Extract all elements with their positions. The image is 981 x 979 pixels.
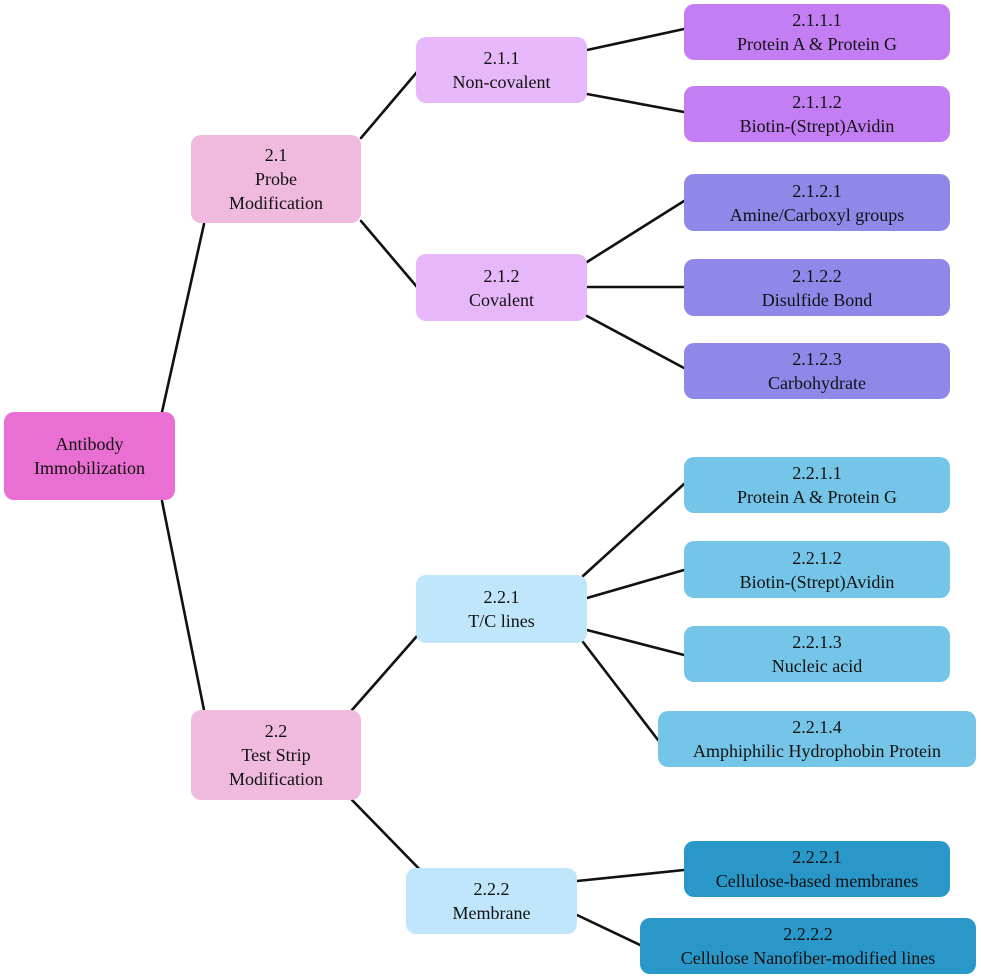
node-2-2-1-tc-lines: 2.2.1 T/C lines (416, 575, 587, 643)
edge-2-1-2-to-2-1-2-1 (585, 199, 686, 264)
edge-2-1-1-to-2-1-1-2 (585, 92, 686, 114)
edge-2-2-to-2-2-1 (350, 634, 419, 712)
edge-2-2-2-to-2-2-2-2 (575, 913, 642, 947)
node-text: 2.1.1.1 (792, 10, 842, 30)
node-2-1-2-covalent: 2.1.2 Covalent (416, 254, 587, 321)
node-text: Antibody (55, 434, 124, 454)
edge-2-2-1-to-2-2-1-3 (585, 628, 686, 657)
node-text: Nucleic acid (771, 656, 863, 676)
edge-2-1-to-2-1-1 (359, 70, 419, 140)
node-text: Modification (229, 769, 323, 789)
node-text: Disulfide Bond (761, 289, 873, 310)
node-text: Modification (229, 193, 323, 213)
node-text: 2.1.1.2 (792, 92, 842, 112)
node-text: 2.2.2 (473, 879, 510, 899)
node-text: Test Strip (241, 745, 311, 765)
node-2-1-2-2: 2.1.2.2 Disulfide Bond (684, 259, 950, 316)
node-text: Protein A & Protein G (736, 34, 897, 54)
node-text: Non-covalent (452, 72, 551, 92)
node-2-2-1-4: 2.2.1.4 Amphiphilic Hydrophobin Protein (658, 711, 976, 767)
node-2-2-2-membrane: 2.2.2 Membrane (406, 868, 577, 934)
node-2-2-2-1: 2.2.2.1 Cellulose-based membranes (684, 841, 950, 897)
edge-2-2-1-to-2-2-1-1 (581, 482, 686, 578)
node-text: 2.1.2.2 (792, 265, 842, 286)
node-text: 2.2.2.2 (783, 924, 833, 944)
node-text: Immobilization (34, 458, 145, 478)
node-text: 2.1.2.1 (792, 180, 842, 201)
node-2-1-probe-modification: 2.1 Probe Modification (191, 135, 361, 223)
edge-2-1-1-to-2-1-1-1 (585, 27, 686, 52)
node-text: 2.1 (264, 145, 288, 165)
node-text: 2.2.1 (483, 587, 520, 607)
node-text: 2.2.1.3 (792, 632, 842, 652)
node-text: 2.1.2 (483, 265, 520, 286)
node-text: Cellulose-based membranes (715, 871, 919, 891)
node-text: Amine/Carboxyl groups (729, 204, 905, 225)
node-antibody-immobilization: Antibody Immobilization (4, 412, 175, 500)
node-2-1-2-3: 2.1.2.3 Carbohydrate (684, 343, 950, 399)
node-2-2-test-strip-modification: 2.2 Test Strip Modification (191, 710, 361, 800)
node-text: 2.1.2.3 (792, 349, 842, 369)
node-text: T/C lines (468, 611, 535, 631)
node-2-2-2-2: 2.2.2.2 Cellulose Nanofiber-modified lin… (640, 918, 976, 974)
edge-root-to-2-2 (160, 499, 206, 712)
node-text: Amphiphilic Hydrophobin Protein (693, 741, 941, 761)
node-text: Probe (255, 169, 297, 189)
node-2-1-1-1: 2.1.1.1 Protein A & Protein G (684, 4, 950, 60)
node-text: 2.1.1 (483, 48, 520, 68)
node-text: Biotin-(Strept)Avidin (739, 571, 895, 592)
edge-2-2-to-2-2-2 (350, 798, 432, 882)
node-text: 2.2.1.1 (792, 463, 842, 483)
edge-root-to-2-1 (160, 222, 206, 414)
node-text: 2.2 (264, 721, 288, 741)
node-2-2-1-3: 2.2.1.3 Nucleic acid (684, 626, 950, 682)
node-text: 2.2.1.4 (792, 717, 842, 737)
node-text: Membrane (452, 903, 531, 923)
edge-2-1-2-to-2-1-2-3 (585, 314, 686, 370)
node-text: 2.2.1.2 (792, 547, 842, 568)
node-text: Biotin-(Strept)Avidin (739, 116, 895, 136)
edge-2-2-1-to-2-2-1-2 (585, 568, 686, 600)
node-2-1-2-1: 2.1.2.1 Amine/Carboxyl groups (684, 174, 950, 231)
node-text: Cellulose Nanofiber-modified lines (680, 948, 936, 968)
node-text: 2.2.2.1 (792, 847, 842, 867)
node-2-2-1-2: 2.2.1.2 Biotin-(Strept)Avidin (684, 541, 950, 598)
edge-2-2-1-to-2-2-1-4 (581, 640, 660, 742)
node-2-1-1-non-covalent: 2.1.1 Non-covalent (416, 37, 587, 103)
node-text: Carbohydrate (768, 373, 866, 393)
node-text: Covalent (469, 289, 534, 310)
node-text: Protein A & Protein G (736, 487, 897, 507)
node-2-2-1-1: 2.2.1.1 Protein A & Protein G (684, 457, 950, 513)
edge-2-1-to-2-1-2 (359, 219, 419, 289)
node-2-1-1-2: 2.1.1.2 Biotin-(Strept)Avidin (684, 86, 950, 142)
edge-2-2-2-to-2-2-2-1 (575, 868, 686, 883)
